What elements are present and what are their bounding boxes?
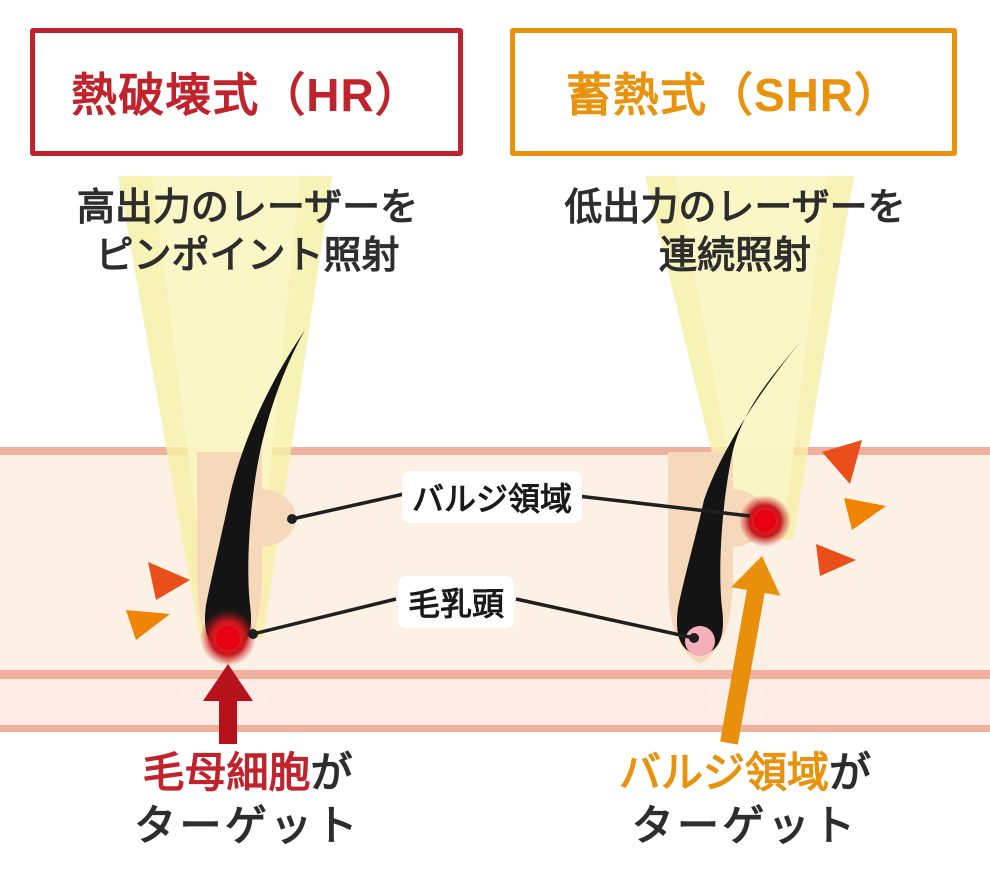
hr-spark-1 bbox=[148, 562, 190, 600]
target-arrow-shr bbox=[720, 556, 781, 745]
skin-surface-line bbox=[0, 447, 990, 455]
bulge-line-right bbox=[559, 492, 751, 518]
hr-title: 熱破壊式（HR） bbox=[71, 69, 422, 121]
papilla-right-dot bbox=[689, 633, 699, 643]
hr-caption-particle: が bbox=[310, 749, 353, 796]
target-arrow-hr bbox=[203, 664, 253, 744]
spark-marks-shr bbox=[816, 440, 886, 576]
lower-skin-line bbox=[0, 725, 990, 732]
shr-subtitle-line2: 連続照射 bbox=[658, 235, 811, 277]
shr-arrow-shape bbox=[720, 556, 781, 745]
shr-target-caption: バルジ領域が ターゲット bbox=[520, 746, 970, 852]
hr-caption-line2: ターゲット bbox=[134, 802, 361, 849]
dermis-layer bbox=[0, 679, 990, 725]
hr-caption-line1: 毛母細胞が bbox=[40, 746, 455, 799]
shr-subtitle-line1: 低出力のレーザーを bbox=[564, 187, 906, 229]
papilla-line-right bbox=[515, 597, 695, 640]
shr-hair-shaft bbox=[676, 342, 800, 655]
bulge-region-label: バルジ領域 bbox=[402, 471, 583, 523]
spark-marks-hr bbox=[126, 562, 190, 640]
shr-spark-1 bbox=[822, 440, 862, 484]
pointer-lines bbox=[248, 492, 751, 643]
papilla-line-left bbox=[252, 597, 397, 636]
hr-spark-2 bbox=[126, 610, 170, 640]
hr-hair-shaft bbox=[204, 330, 305, 652]
shr-spark-3 bbox=[816, 544, 856, 576]
hr-subtitle-line2: ピンポイント照射 bbox=[95, 235, 400, 277]
hr-subtitle-line1: 高出力のレーザーを bbox=[76, 187, 419, 229]
shr-papilla-dot bbox=[685, 626, 715, 656]
shr-caption-line2: ターゲット bbox=[631, 802, 859, 849]
bulge-line-left bbox=[291, 492, 405, 521]
shr-beam-inner bbox=[676, 176, 826, 540]
shr-caption-particle: が bbox=[829, 749, 872, 796]
bulge-line-dot bbox=[287, 514, 297, 524]
target-glow-hr bbox=[200, 610, 256, 666]
hr-caption-highlight: 毛母細胞 bbox=[142, 749, 311, 796]
skin-layers bbox=[0, 447, 990, 732]
papilla-label: 毛乳頭 bbox=[398, 576, 515, 628]
shr-spark-2 bbox=[844, 498, 886, 530]
hr-glow-core bbox=[216, 626, 240, 650]
hr-title-box: 熱破壊式（HR） bbox=[30, 28, 463, 156]
shr-title: 蓄熱式（SHR） bbox=[565, 69, 902, 121]
papilla-left-dot bbox=[248, 629, 258, 639]
hr-subtitle: 高出力のレーザーを ピンポイント照射 bbox=[20, 184, 475, 280]
shr-subtitle: 低出力のレーザーを 連続照射 bbox=[505, 184, 965, 280]
shr-caption-highlight: バルジ領域 bbox=[618, 749, 829, 796]
shr-glow-core bbox=[754, 510, 776, 532]
shr-caption-line1: バルジ領域が bbox=[520, 746, 970, 799]
target-glow-shr bbox=[739, 495, 791, 547]
hr-target-caption: 毛母細胞が ターゲット bbox=[40, 746, 455, 852]
dermis-boundary-line bbox=[0, 670, 990, 679]
laser-beam-shr bbox=[645, 176, 854, 540]
shr-title-box: 蓄熱式（SHR） bbox=[510, 28, 957, 156]
